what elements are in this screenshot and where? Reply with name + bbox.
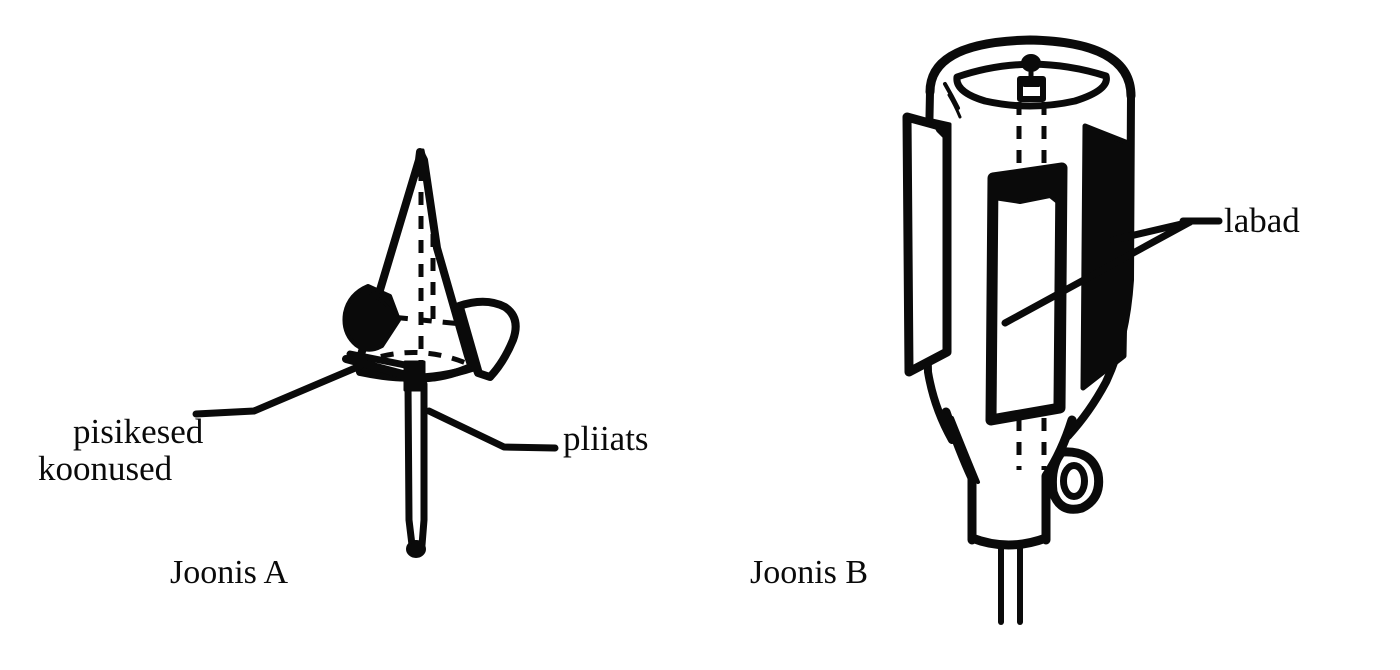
blade-middle-top-fill bbox=[991, 164, 1064, 206]
figure-b-drawing bbox=[902, 35, 1223, 625]
pencil-tip-blob bbox=[406, 540, 426, 558]
pencil-shaft-right-edge bbox=[418, 380, 428, 549]
top-spindle-collar-fill bbox=[1023, 79, 1040, 87]
funnel-bottom bbox=[967, 533, 1051, 550]
leader-pliiats bbox=[425, 407, 559, 452]
blade-middle-right-edge bbox=[1053, 167, 1065, 409]
callout-label-line-2: koonused bbox=[38, 449, 173, 488]
callout-label-pliiats: pliiats bbox=[563, 419, 649, 458]
figure-a-drawing bbox=[192, 148, 559, 558]
eyelet-hole-inner bbox=[1067, 469, 1081, 493]
figure-caption-a: Joonis A bbox=[170, 554, 289, 591]
dome-seam-left-2 bbox=[947, 93, 962, 119]
dome-top-outer bbox=[925, 35, 1136, 101]
blade-left-notch bbox=[930, 118, 952, 145]
figure-caption-b: Joonis B bbox=[750, 554, 869, 591]
blade-left bbox=[902, 112, 952, 377]
small-cone-right-inner bbox=[457, 305, 483, 376]
small-cones-axis-dashed bbox=[370, 312, 463, 327]
cylinder-right-wall bbox=[1064, 92, 1135, 440]
funnel-left-wall-inner bbox=[950, 416, 980, 484]
blade-right-inner-edge bbox=[1111, 140, 1118, 362]
funnel-left-wall bbox=[941, 407, 977, 545]
callout-label-line-1: pisikesed bbox=[73, 412, 204, 451]
cone-base-hidden-arc bbox=[357, 350, 475, 369]
callout-label-labad: labad bbox=[1224, 201, 1300, 240]
small-cone-left bbox=[342, 284, 401, 352]
leader-labad-lower bbox=[1001, 218, 1194, 327]
leader-labad-upper bbox=[1109, 218, 1194, 244]
small-cone-left-highlight bbox=[366, 290, 396, 315]
pencil-shaft-left-edge bbox=[404, 380, 416, 549]
cylinder-left-wall bbox=[922, 88, 956, 444]
leader-pisikesed-koonused bbox=[192, 362, 364, 418]
dome-seam-left bbox=[943, 82, 960, 110]
